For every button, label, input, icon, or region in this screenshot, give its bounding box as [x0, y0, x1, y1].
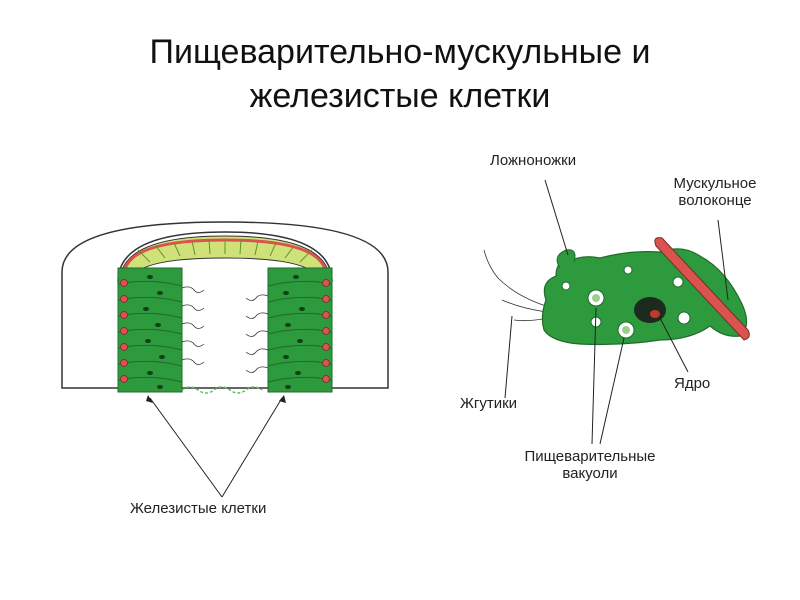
title-line-2: железистые клетки	[249, 77, 551, 115]
cavity-flagella	[181, 286, 269, 373]
vacuole-contents	[592, 294, 630, 334]
right-muscle-dots	[322, 279, 330, 383]
label-pseudopodia: Ложноножки	[490, 152, 577, 169]
muscle-fiber	[654, 237, 750, 341]
glandular-arrowheads	[146, 395, 286, 403]
label-muscle-fiber: Мускульное волоконце	[660, 175, 770, 209]
slide-title: Пищеварительно-мускульные и железистые к…	[0, 30, 800, 118]
label-vacuoles-line-1: Пищеварительные	[524, 448, 656, 465]
right-nuclei	[283, 275, 305, 389]
mesoglea-arc	[117, 231, 333, 283]
cell-flagella	[483, 249, 549, 322]
digestive-muscle-cell	[483, 179, 750, 445]
label-digestive-vacuoles: Пищеварительные вакуоли	[500, 448, 680, 482]
label-vacuoles-line-2: вакуоли	[562, 465, 618, 482]
glandular-arrows	[149, 397, 283, 498]
cell-leader-lines	[504, 179, 729, 445]
label-muscle-fiber-line-1: Мускульное	[673, 175, 757, 192]
nucleolus	[650, 310, 660, 318]
label-nucleus: Ядро	[674, 375, 711, 392]
left-nuclei	[143, 275, 165, 389]
left-muscle-dots	[120, 279, 128, 383]
label-muscle-fiber-line-2: волоконце	[678, 192, 752, 209]
title-line-1: Пищеварительно-мускульные и	[149, 33, 651, 71]
body-wall-section	[61, 221, 389, 498]
label-glandular-cells: Железистые клетки	[130, 500, 267, 517]
cavity-bottom-edge	[181, 386, 263, 394]
digestive-vacuoles	[561, 265, 691, 339]
top-band-radials	[137, 239, 313, 263]
label-flagella: Жгутики	[460, 395, 518, 412]
cell-nucleus	[634, 297, 666, 323]
